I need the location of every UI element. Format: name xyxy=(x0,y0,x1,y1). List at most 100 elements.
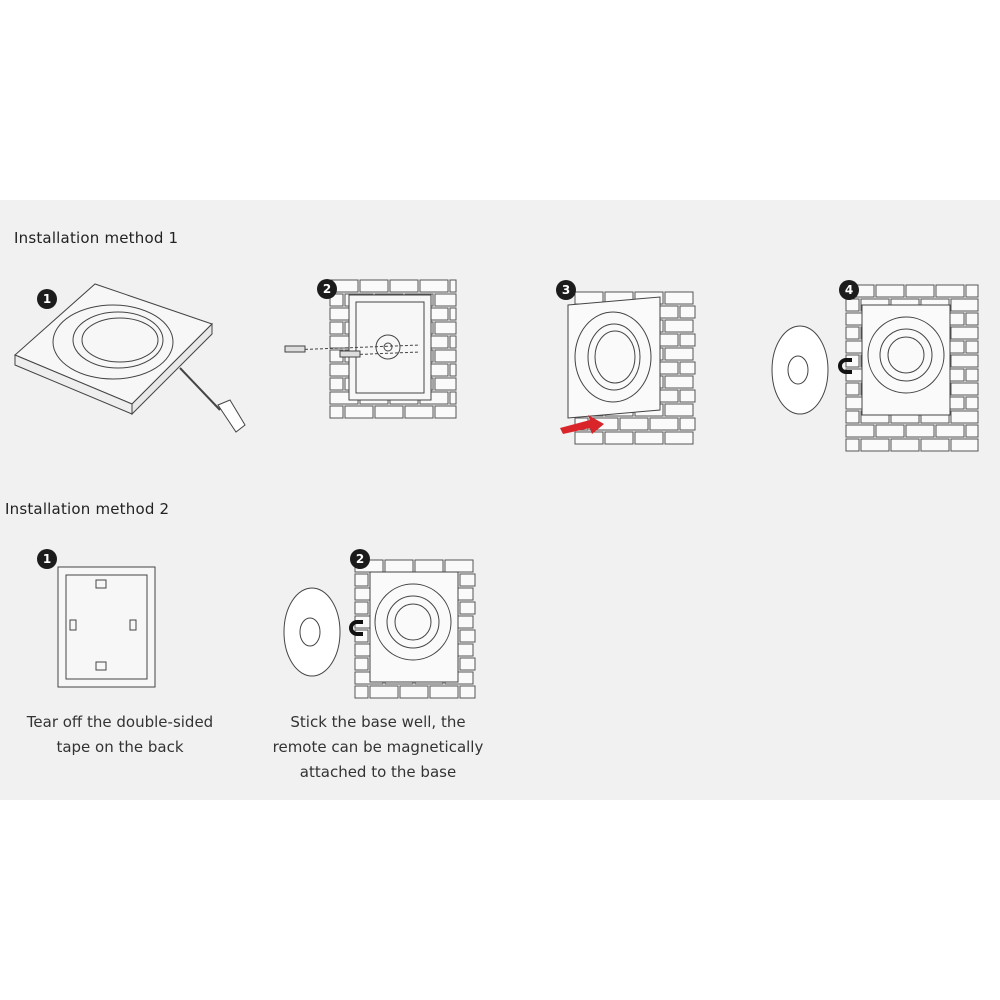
brick xyxy=(404,405,434,419)
brick xyxy=(354,601,369,615)
brick xyxy=(935,284,965,298)
step-badge-3: 3 xyxy=(556,280,576,300)
brick xyxy=(950,382,979,396)
brick xyxy=(664,403,694,417)
brick xyxy=(354,657,369,671)
brick xyxy=(845,326,860,340)
brick xyxy=(459,573,476,587)
brick xyxy=(965,340,979,354)
caption-stick: Stick the base well, the remote can be m… xyxy=(258,710,498,785)
caption-line: remote can be magnetically xyxy=(272,738,484,756)
brick xyxy=(414,559,444,573)
caption-line: attached to the base xyxy=(299,763,457,781)
brick xyxy=(845,410,860,424)
brick xyxy=(459,629,476,643)
brick xyxy=(619,417,649,431)
brick xyxy=(449,307,457,321)
step-badge-2: 2 xyxy=(317,279,337,299)
brick xyxy=(384,559,414,573)
brick xyxy=(604,431,634,445)
magnet-icon xyxy=(838,358,852,374)
brick xyxy=(329,321,344,335)
brick xyxy=(679,333,696,347)
panel-pry-illustration xyxy=(14,283,246,433)
brick xyxy=(399,685,429,699)
brick xyxy=(574,431,604,445)
brick xyxy=(359,279,389,293)
step-badge-1: 1 xyxy=(37,289,57,309)
brick xyxy=(664,291,694,305)
caption-line: Stick the base well, the xyxy=(290,713,466,731)
brick xyxy=(459,685,476,699)
brick xyxy=(950,326,979,340)
brick xyxy=(935,424,965,438)
brick xyxy=(459,601,476,615)
brick xyxy=(965,284,979,298)
brick xyxy=(950,298,979,312)
brick xyxy=(965,396,979,410)
brick xyxy=(950,438,979,452)
brick xyxy=(389,279,419,293)
brick xyxy=(459,657,476,671)
brick xyxy=(679,417,696,431)
brick xyxy=(845,382,860,396)
brick xyxy=(664,347,694,361)
method2-step-badge-2: 2 xyxy=(350,549,370,569)
brick xyxy=(434,377,457,391)
brick xyxy=(449,363,457,377)
brick xyxy=(649,417,679,431)
brick xyxy=(664,431,694,445)
brick xyxy=(920,438,950,452)
brick xyxy=(354,685,369,699)
brick xyxy=(965,424,979,438)
brick xyxy=(679,305,696,319)
magnet-icon xyxy=(349,620,363,636)
brick xyxy=(419,279,449,293)
remote-attach-illustration xyxy=(771,304,951,416)
brick xyxy=(860,438,890,452)
brick xyxy=(679,361,696,375)
caption-line: Tear off the double-sided xyxy=(26,713,214,731)
brick xyxy=(434,349,457,363)
base-box-screws-illustration xyxy=(284,294,432,401)
brick xyxy=(634,431,664,445)
brick xyxy=(434,321,457,335)
base-back-tape-illustration xyxy=(57,566,156,688)
brick xyxy=(845,438,860,452)
brick xyxy=(845,424,875,438)
panel-mount-illustration xyxy=(560,296,661,434)
brick xyxy=(875,424,905,438)
brick xyxy=(905,284,935,298)
brick xyxy=(950,354,979,368)
brick xyxy=(679,389,696,403)
brick xyxy=(950,410,979,424)
method2-step-badge-1: 1 xyxy=(37,549,57,569)
brick xyxy=(429,685,459,699)
caption-line: tape on the back xyxy=(56,738,184,756)
brick xyxy=(374,405,404,419)
remote-stick-base-illustration xyxy=(283,571,459,683)
brick xyxy=(329,377,344,391)
caption-tape: Tear off the double-sided tape on the ba… xyxy=(10,710,230,760)
brick xyxy=(664,319,694,333)
brick xyxy=(369,685,399,699)
brick xyxy=(329,293,344,307)
brick xyxy=(965,312,979,326)
brick xyxy=(449,279,457,293)
brick xyxy=(965,368,979,382)
brick xyxy=(845,298,860,312)
brick xyxy=(890,438,920,452)
content-band xyxy=(0,200,1000,800)
method1-heading: Installation method 1 xyxy=(14,229,179,247)
brick xyxy=(449,335,457,349)
brick xyxy=(905,424,935,438)
brick xyxy=(434,405,457,419)
brick xyxy=(664,375,694,389)
brick xyxy=(444,559,474,573)
brick xyxy=(875,284,905,298)
brick xyxy=(449,391,457,405)
brick xyxy=(329,405,344,419)
brick xyxy=(354,573,369,587)
method2-heading: Installation method 2 xyxy=(5,500,170,518)
